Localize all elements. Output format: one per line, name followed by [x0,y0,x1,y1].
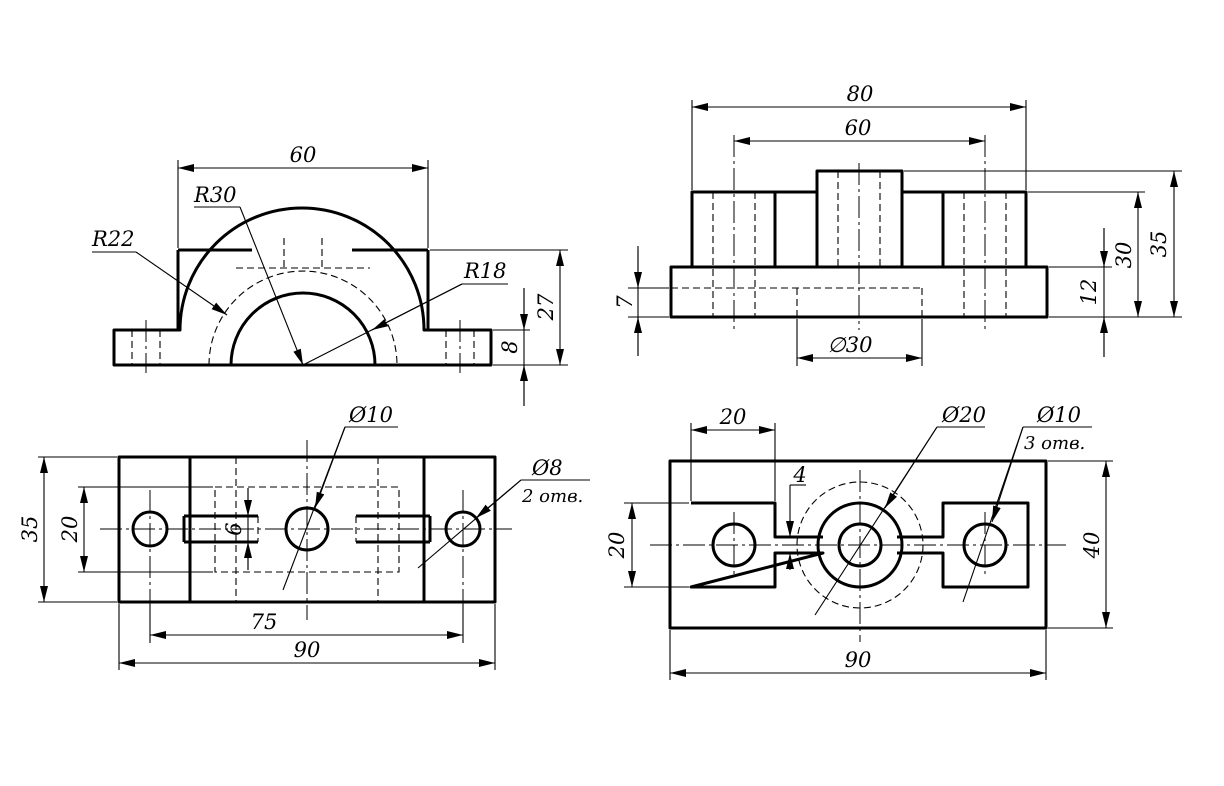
top-slot-dim: 6 [222,522,246,535]
side-bosses-dim: 60 [845,116,872,140]
section-view: 20 4 Ø20 Ø10 3 отв. 20 40 90 [605,403,1113,680]
front-view: 60 R30 R22 R18 27 8 [91,143,568,406]
front-width-dim: 60 [290,143,317,167]
side-base-dim: 12 [1077,279,1101,306]
top-hole-center-dim: Ø10 [348,403,393,427]
section-depth-dim: 40 [1080,532,1104,560]
section-length-dim: 90 [845,648,872,672]
top-length-dim: 90 [294,638,321,662]
section-holes-note: 3 отв. [1024,433,1085,454]
side-view: 80 60 ∅30 7 12 30 35 [613,82,1182,366]
side-bore-dim: ∅30 [827,333,872,357]
front-height-dim: 27 [534,293,558,321]
top-rib-dim: 20 [58,516,82,544]
top-depth-dim: 35 [18,516,42,543]
top-side-hole-note: 2 отв. [521,486,583,507]
top-hole-spacing-dim: 75 [251,610,278,634]
front-r18-dim: R18 [463,259,507,283]
side-top-dim: 30 [1112,242,1136,269]
section-web-dim: 4 [792,463,806,487]
front-r30-dim: R30 [193,183,237,207]
side-total-dim: 35 [1147,231,1171,258]
front-r22-dim: R22 [91,227,135,251]
section-pad-height-dim: 20 [605,532,629,560]
side-overall-dim: 80 [847,82,874,106]
top-side-hole-dim: Ø8 [531,456,563,480]
front-base-dim: 8 [498,340,522,353]
section-boss-dim: Ø20 [941,403,986,427]
section-holes-dim: Ø10 [1036,403,1081,427]
top-view: 35 20 6 Ø10 Ø8 2 отв. 75 90 [18,403,590,670]
side-groove-dim: 7 [613,295,637,309]
section-pad-width-dim: 20 [719,405,747,429]
